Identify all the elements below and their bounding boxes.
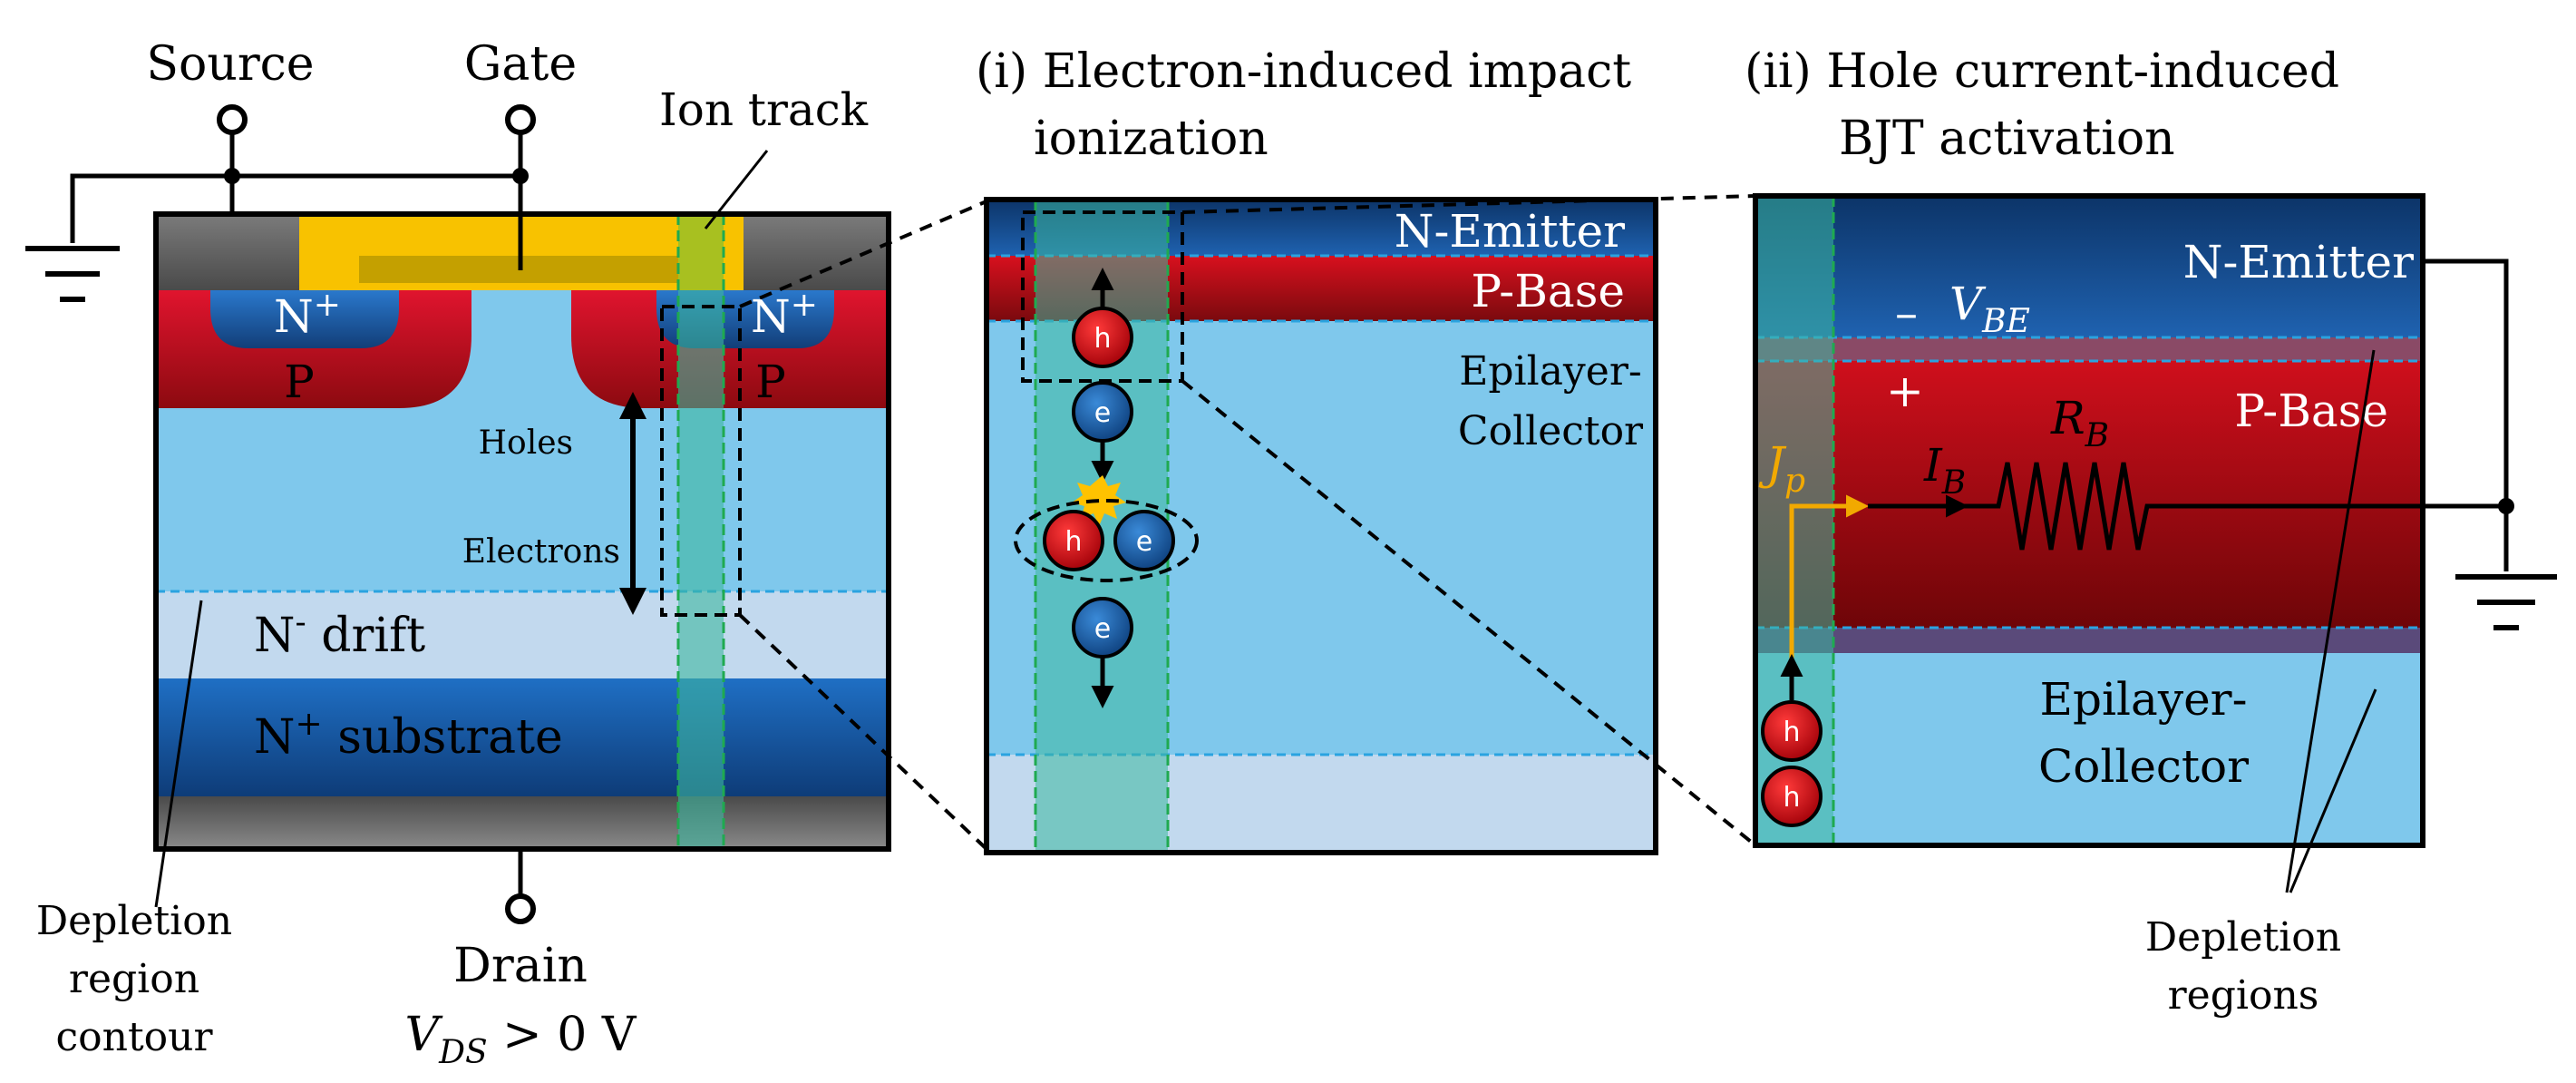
depletion-leader xyxy=(154,600,203,908)
svg-text:h: h xyxy=(1064,526,1082,558)
panel-ii-title-line2: BJT activation xyxy=(1839,112,2175,166)
zoom-connector-top xyxy=(739,200,987,308)
vbe-label: VBE xyxy=(1949,278,2030,340)
panel-ii-collector-line2: Collector xyxy=(2038,740,2249,793)
ib-label: IB xyxy=(1923,439,1966,502)
svg-text:e: e xyxy=(1094,397,1111,429)
panel-ii-emitter xyxy=(1755,196,2423,337)
hole-carrier-upper xyxy=(1761,700,1823,762)
gate-terminal xyxy=(505,104,536,135)
n-plus-right-label: N+ xyxy=(751,287,818,343)
panel-i-base-label: P-Base xyxy=(1471,265,1625,317)
hole-current-path xyxy=(1789,494,1869,682)
source-gate-short xyxy=(70,173,520,243)
svg-text:h: h xyxy=(1094,323,1111,355)
panel-i-title-line2: ionization xyxy=(1034,112,1269,166)
gate-polysilicon xyxy=(359,256,689,283)
n-plus-substrate xyxy=(156,678,889,796)
vbe-plus-sign: + xyxy=(1886,365,1924,417)
drain-terminal xyxy=(505,893,536,924)
drain-metal xyxy=(156,796,889,849)
electrons-label: Electrons xyxy=(462,533,620,571)
ground-symbol-left xyxy=(25,246,120,302)
depletion-leader-bottom xyxy=(2289,688,2377,893)
terminal-wiring: Source Gate Drain VDS > 0 V xyxy=(25,37,637,1071)
depletion-label-line3: contour xyxy=(55,1014,213,1060)
generated-pair-outline xyxy=(1014,499,1199,582)
zoom-region-box xyxy=(660,305,742,617)
ion-track-band xyxy=(678,214,724,849)
ion-track-label: Ion track xyxy=(659,83,869,136)
panel-bjt-activation: (ii) Hole current-induced BJT activation… xyxy=(1745,44,2557,1019)
vbe-minus-sign: – xyxy=(1895,287,1918,339)
n-plus-substrate-label: N+ substrate xyxy=(254,706,563,765)
depletion-leader-top xyxy=(2285,349,2376,893)
emitter-base-wire xyxy=(2423,259,2509,571)
p-left-label: P xyxy=(284,356,315,408)
base-resistor-rb xyxy=(1964,462,2506,551)
ground-symbol-right xyxy=(2455,574,2557,630)
source-label: Source xyxy=(146,37,314,92)
svg-text:e: e xyxy=(1094,613,1111,645)
n-plus-left-label: N+ xyxy=(274,287,341,343)
svg-text:h: h xyxy=(1783,782,1800,814)
panel-ii-emitter-label: N-Emitter xyxy=(2183,236,2414,288)
svg-text:e: e xyxy=(1136,526,1152,558)
n-drift-label: N- drift xyxy=(254,604,425,663)
vds-label: VDS > 0 V xyxy=(405,1008,637,1071)
panel-i-emitter-label: N-Emitter xyxy=(1395,205,1625,258)
generated-hole xyxy=(1043,510,1104,571)
panel-impact-ionization: (i) Electron-induced impact ionization N… xyxy=(976,44,1658,855)
panel-i-collector-line2: Collector xyxy=(1458,408,1644,454)
hole-carrier-lower xyxy=(1761,766,1823,827)
svg-text:h: h xyxy=(1783,717,1800,748)
panel-i-title-line1: (i) Electron-induced impact xyxy=(976,44,1631,99)
ion-track-leader xyxy=(704,150,769,229)
panel-ii-title-line1: (ii) Hole current-induced xyxy=(1745,44,2339,99)
holes-label: Holes xyxy=(479,424,573,462)
depletion-label-line1: Depletion xyxy=(36,898,232,944)
n-plus-source-left xyxy=(210,290,399,348)
depletion-label-line2: region xyxy=(69,956,199,1002)
zoom-connector-bottom xyxy=(738,613,988,851)
drain-label: Drain xyxy=(453,939,588,993)
gate-label: Gate xyxy=(464,37,577,92)
panel-ii-collector-line1: Epilayer- xyxy=(2040,673,2248,726)
rb-label: RB xyxy=(2050,392,2109,454)
p-right-label: P xyxy=(755,356,786,408)
depletion-regions-line2: regions xyxy=(2168,972,2319,1019)
depletion-regions-line1: Depletion xyxy=(2145,914,2341,961)
ion-track-gate-overlap xyxy=(678,214,724,290)
mosfet-cross-section: N+ P N+ P Holes Electrons N- drift N+ su… xyxy=(36,83,891,1060)
generated-electron xyxy=(1113,510,1175,571)
panel-i-collector-line1: Epilayer- xyxy=(1459,348,1641,395)
source-terminal xyxy=(217,104,248,135)
n-drift-region xyxy=(156,591,889,678)
hole-carrier xyxy=(1072,307,1133,368)
